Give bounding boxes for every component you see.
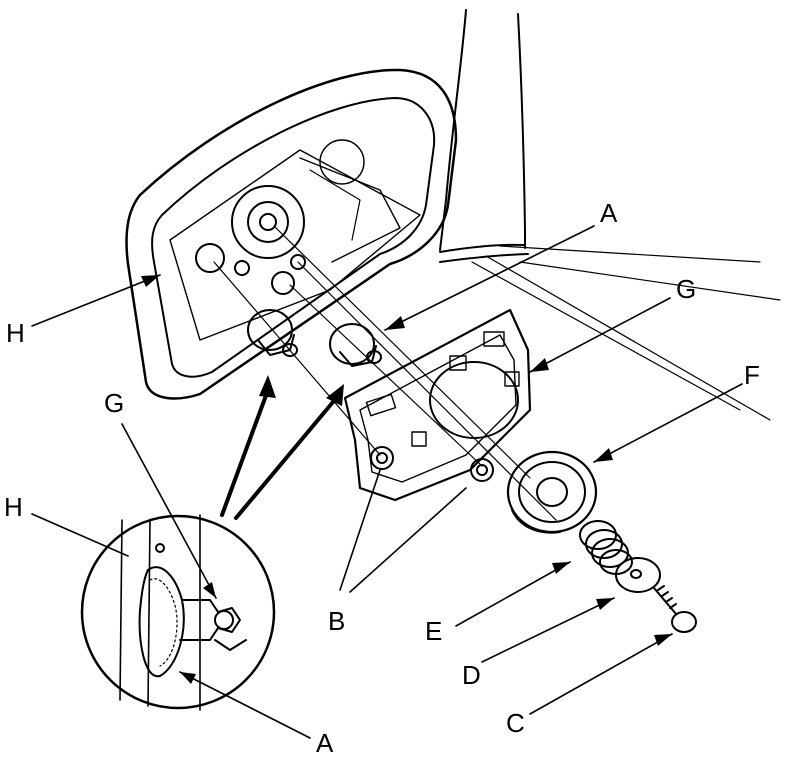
arrowhead — [326, 384, 344, 406]
label-b: B — [328, 606, 345, 636]
actuator-bracket — [343, 308, 532, 502]
door-panel — [439, 9, 781, 421]
label-d: D — [462, 660, 481, 690]
screw — [653, 585, 697, 633]
label-a-inset: A — [316, 728, 334, 758]
pivot-nut-right — [329, 323, 382, 367]
washer — [615, 557, 661, 593]
label-f: F — [744, 360, 760, 390]
label-h-inset: H — [4, 492, 23, 522]
pivot-nut-left — [247, 309, 298, 357]
label-g-top: G — [676, 274, 696, 304]
inset-to-nut-arrows — [220, 388, 340, 520]
label-a-top: A — [600, 198, 618, 228]
arrowhead — [259, 375, 276, 398]
label-g-inset: G — [104, 388, 124, 418]
spring — [579, 520, 633, 575]
callout-arrowheads — [141, 275, 672, 684]
retaining-ring — [506, 450, 598, 534]
callout-labels: A G F H G H B E D C A — [4, 198, 760, 758]
label-c: C — [506, 708, 525, 738]
inset-detail — [80, 514, 276, 711]
label-e: E — [425, 616, 442, 646]
assembly-guide-lines — [213, 225, 557, 521]
label-h-top: H — [6, 318, 25, 348]
mirror-housing — [125, 68, 458, 400]
callout-leaders — [31, 225, 743, 739]
